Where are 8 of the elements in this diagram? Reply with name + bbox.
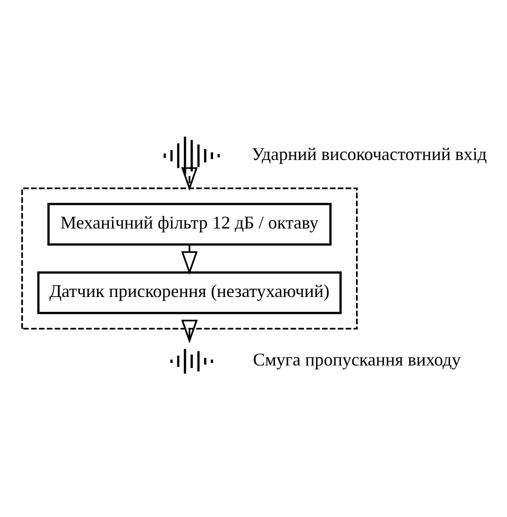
node-box: Датчик прискорення (незатухаючий) <box>37 271 342 314</box>
node-label: Ударний високочастотний вхід <box>252 144 487 164</box>
node-label: Смуга пропускання виходу <box>252 350 461 370</box>
cluster <box>21 187 358 330</box>
arrow <box>181 167 198 191</box>
arrow <box>181 320 198 344</box>
node-box: Механічний фільтр 12 дБ / октаву <box>47 202 332 246</box>
arrow <box>181 244 198 275</box>
